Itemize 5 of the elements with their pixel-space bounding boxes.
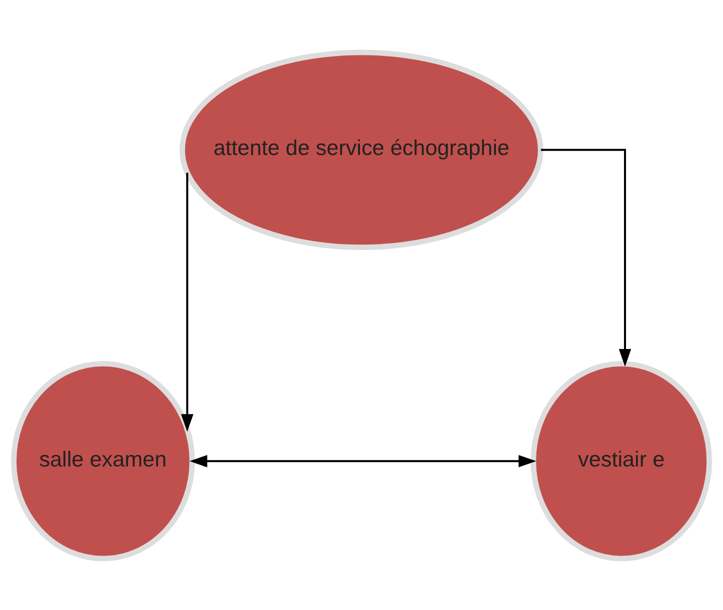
arrow [190, 454, 536, 467]
node-circle: vestiair e [530, 360, 712, 561]
arrow [540, 148, 632, 366]
node-ellipse: attente de service échographie [180, 49, 544, 250]
arrow [181, 172, 194, 432]
